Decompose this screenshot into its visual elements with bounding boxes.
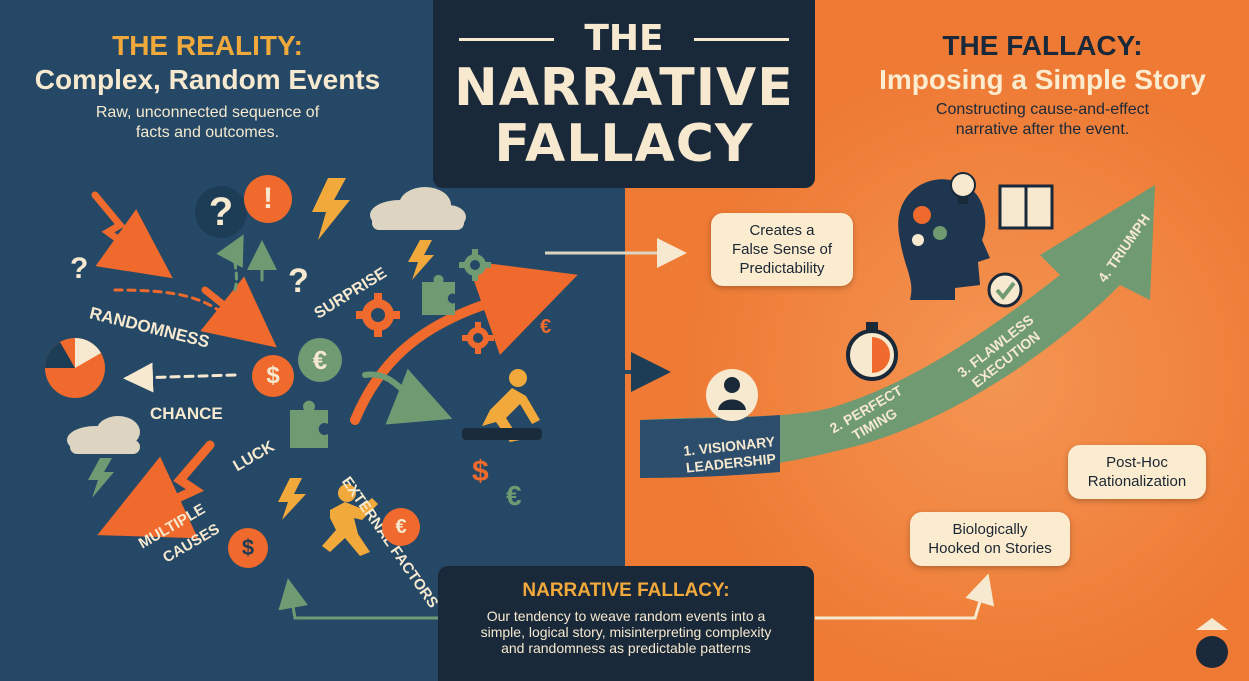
head-gears-icon — [898, 179, 990, 300]
callout-biologically-hooked: Biologically Hooked on Stories — [910, 512, 1070, 566]
definition-heading: NARRATIVE FALLACY: — [522, 580, 730, 601]
checkmark-icon — [987, 272, 1023, 308]
title-line-2: NARRATIVE — [454, 58, 794, 118]
lightning-icon — [312, 178, 350, 240]
callout-post-hoc-line1: Post-Hoc — [1106, 454, 1168, 471]
puzzle-icon — [290, 274, 455, 448]
down-right-arrow — [200, 276, 277, 348]
title-line-3: FALLACY — [494, 114, 754, 174]
callout-bio-line2: Hooked on Stories — [928, 540, 1052, 557]
dashed-back-arrow — [123, 362, 237, 393]
dashed-curve — [113, 288, 227, 317]
running-person-icon — [322, 484, 378, 556]
euro-icon: € — [506, 480, 522, 511]
storm-cloud-icon — [67, 416, 140, 454]
reality-desc-line2: facts and outcomes. — [135, 124, 280, 141]
zigzag-arrow — [91, 191, 173, 279]
definition-line3: and randomness as predictable patterns — [501, 640, 751, 656]
reality-heading: THE REALITY: — [112, 30, 303, 61]
euro-coin-icon-bottom: € — [382, 508, 420, 546]
return-arrow-right — [815, 573, 995, 620]
euro-icon-small: € — [540, 316, 552, 338]
question-icon-small: ? — [70, 252, 89, 285]
dollar-coin-icon: $ — [252, 355, 294, 397]
gear-icon — [356, 293, 400, 337]
story-arrow — [640, 185, 1155, 478]
return-arrow-left — [278, 578, 440, 620]
lightbulb-icon — [950, 172, 976, 204]
reality-subheading: Complex, Random Events — [34, 64, 381, 95]
title-rule-right — [694, 38, 789, 41]
callout-predictability-line1: Creates a — [749, 222, 815, 239]
fallacy-subheading: Imposing a Simple Story — [879, 64, 1206, 95]
title-box: THE NARRATIVE FALLACY — [433, 0, 815, 188]
title-rule-left — [459, 38, 554, 41]
cloud-icon — [370, 187, 466, 230]
chaos-arrows — [91, 191, 578, 539]
gear-icon-green — [459, 249, 491, 281]
storm-lightning-icon — [88, 458, 114, 498]
definition-line1: Our tendency to weave random events into… — [486, 608, 766, 624]
falling-person-icon — [462, 369, 542, 442]
callout-post-hoc: Post-Hoc Rationalization — [1068, 445, 1206, 499]
green-curve-arrow — [362, 368, 453, 425]
curved-rise-arrow — [350, 260, 578, 425]
logo-icon — [1196, 618, 1228, 668]
fallacy-heading: THE FALLACY: — [942, 30, 1143, 61]
dollar-gear-icon: $ — [228, 528, 268, 568]
stopwatch-icon — [846, 322, 898, 381]
dollar-icon: $ — [472, 455, 489, 488]
green-dash-up — [216, 234, 244, 292]
lightning-icon-small — [408, 240, 434, 280]
callout-post-hoc-line2: Rationalization — [1087, 473, 1187, 490]
callout-bio-line1: Biologically — [952, 521, 1028, 538]
callout-predictability-line3: Predictability — [739, 260, 825, 277]
fallacy-desc-line2: narrative after the event. — [955, 121, 1130, 138]
gear-icon-orange — [462, 322, 494, 354]
question-icon: ? — [195, 186, 247, 238]
question-icon-mid: ? — [288, 262, 309, 300]
fallacy-desc-line1: Constructing cause-and-effect — [935, 101, 1150, 118]
reality-desc-line1: Raw, unconnected sequence of — [95, 104, 320, 121]
leader-icon — [706, 369, 758, 421]
definition-box: NARRATIVE FALLACY: Our tendency to weave… — [438, 566, 814, 681]
callout-predictability: Creates a False Sense of Predictability — [711, 213, 853, 286]
book-icon — [998, 184, 1054, 230]
euro-coin-icon: € — [298, 338, 342, 382]
exclamation-icon: ! — [244, 175, 292, 223]
label-chance: CHANCE — [150, 404, 223, 423]
definition-line2: simple, logical story, misinterpreting c… — [480, 624, 772, 640]
callout-predictability-line2: False Sense of — [731, 241, 833, 258]
lightning-icon-bottom — [278, 478, 306, 520]
down-left-arrow — [97, 440, 215, 539]
title-line-1: THE — [584, 18, 664, 59]
pie-chart-icon — [44, 338, 105, 398]
